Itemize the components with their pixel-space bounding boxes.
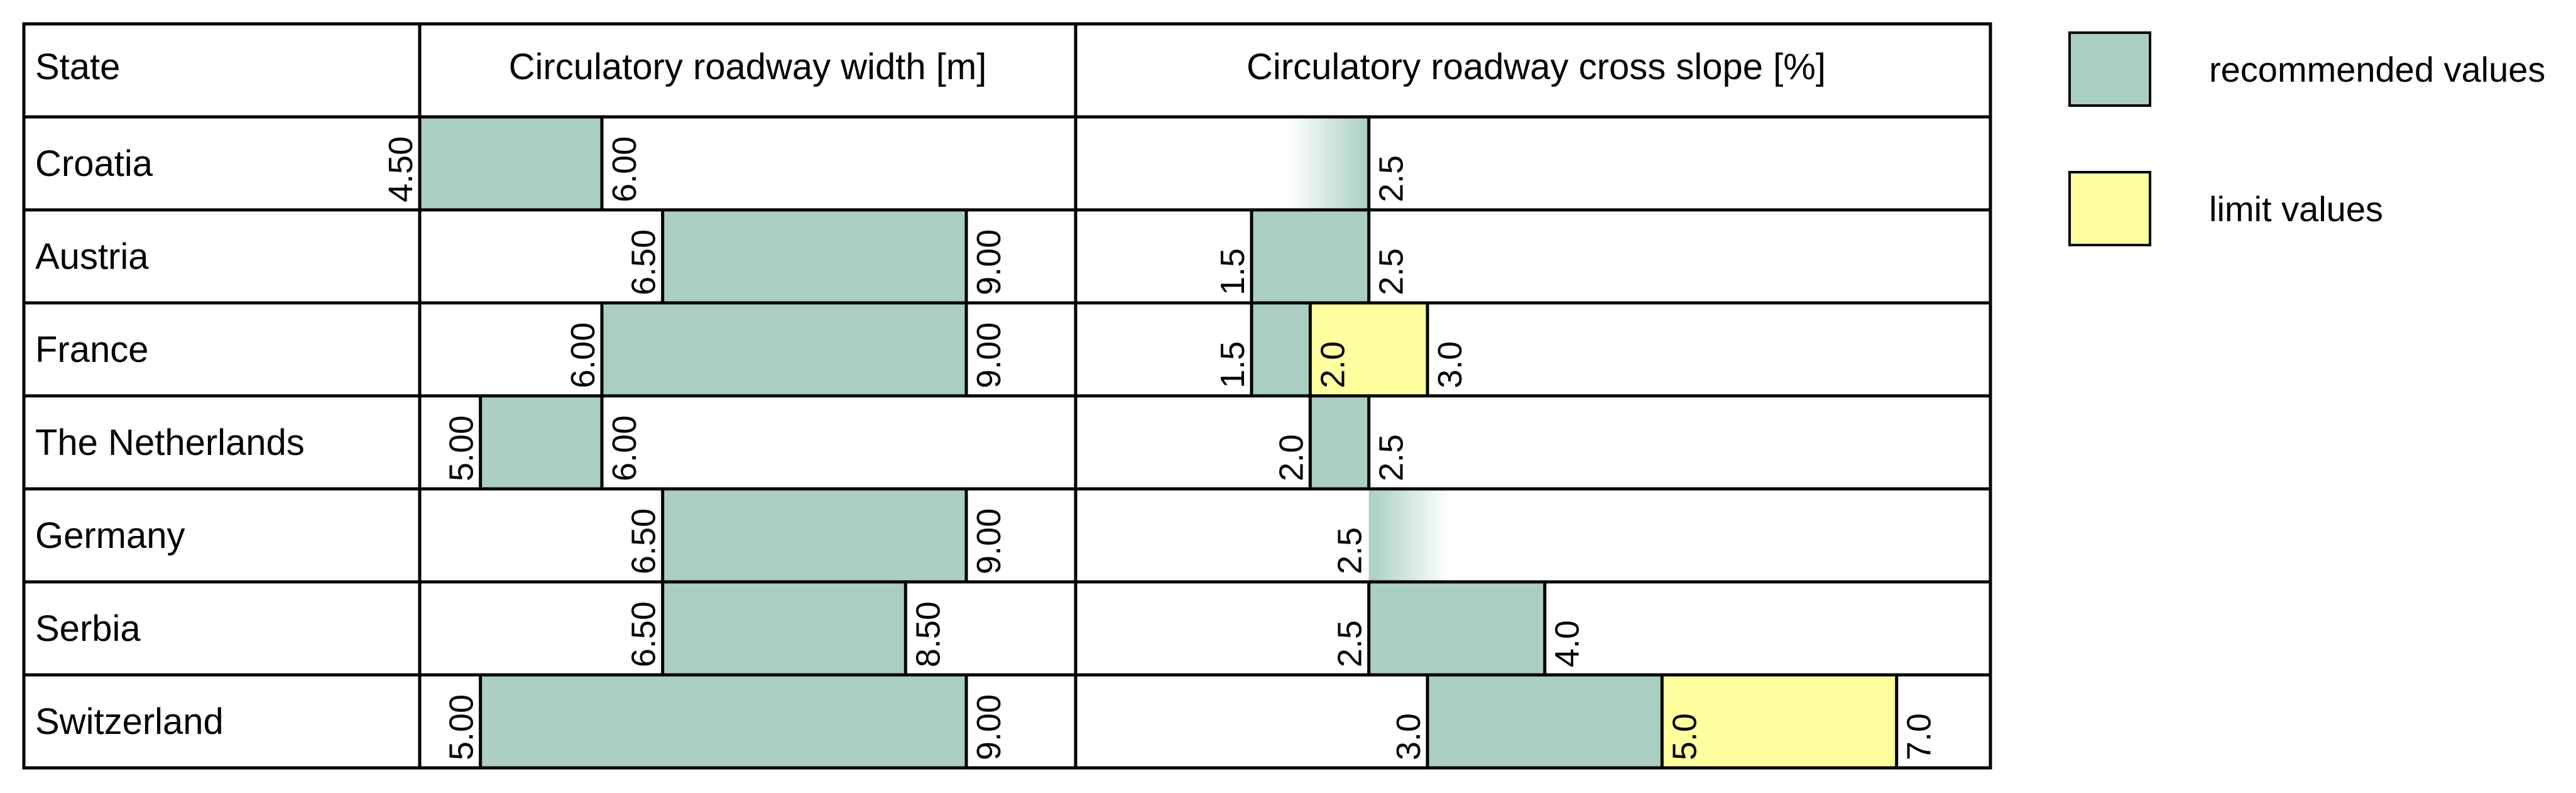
width-bar <box>480 675 966 768</box>
state-label: France <box>35 329 149 370</box>
slope-bar-recommended <box>1368 582 1545 675</box>
width-tick-label: 8.50 <box>909 601 947 667</box>
width-bar <box>662 582 906 675</box>
width-tick-label: 6.50 <box>625 601 663 667</box>
slope-bar-fade <box>1287 117 1369 210</box>
slope-tick-label: 2.0 <box>1314 341 1351 388</box>
slope-bar-limit <box>1310 303 1427 396</box>
width-tick-label: 6.50 <box>625 508 663 574</box>
width-bar <box>662 210 966 303</box>
width-tick-label: 5.00 <box>443 694 481 760</box>
slope-tick-label: 3.0 <box>1431 341 1469 388</box>
slope-tick-label: 2.5 <box>1331 620 1369 667</box>
legend-swatch-recommended <box>2068 31 2151 107</box>
width-bar <box>480 396 602 489</box>
width-tick-label: 9.00 <box>970 322 1008 388</box>
width-tick-label: 6.00 <box>564 322 602 388</box>
state-label: Serbia <box>35 608 141 649</box>
slope-tick-label: 2.5 <box>1373 248 1411 295</box>
width-tick-label: 5.00 <box>443 415 481 481</box>
slope-tick-label: 1.5 <box>1214 248 1252 295</box>
width-tick-label: 9.00 <box>970 694 1008 760</box>
slope-bar-recommended <box>1427 675 1662 768</box>
slope-bar-fade <box>1368 489 1451 582</box>
state-label: Croatia <box>35 143 153 184</box>
slope-tick-label: 2.5 <box>1331 527 1369 574</box>
slope-tick-label: 5.0 <box>1666 713 1703 760</box>
state-label: Germany <box>35 515 185 556</box>
legend-swatch-limit <box>2068 171 2151 246</box>
slope-bar-recommended <box>1252 210 1369 303</box>
header-slope: Circulatory roadway cross slope [%] <box>1247 46 1826 87</box>
state-label: Switzerland <box>35 701 224 742</box>
width-bar <box>420 117 602 210</box>
width-tick-label: 9.00 <box>970 508 1008 574</box>
header-state: State <box>35 46 120 87</box>
slope-tick-label: 2.0 <box>1272 434 1310 481</box>
slope-bar-limit <box>1662 675 1897 768</box>
slope-tick-label: 1.5 <box>1214 341 1252 388</box>
slope-tick-label: 3.0 <box>1390 713 1427 760</box>
legend-label-limit: limit values <box>2209 189 2383 229</box>
slope-bar-recommended <box>1252 303 1311 396</box>
slope-tick-label: 7.0 <box>1901 713 1938 760</box>
width-bar <box>602 303 966 396</box>
slope-tick-label: 4.0 <box>1549 620 1586 667</box>
width-tick-label: 6.00 <box>606 415 643 481</box>
header-width: Circulatory roadway width [m] <box>509 46 987 87</box>
legend-label-recommended: recommended values <box>2209 50 2545 89</box>
slope-bar-recommended <box>1310 396 1369 489</box>
width-bar <box>662 489 966 582</box>
state-label: Austria <box>35 236 149 277</box>
width-tick-label: 4.50 <box>382 136 420 202</box>
width-tick-label: 9.00 <box>970 229 1008 295</box>
width-tick-label: 6.50 <box>625 229 663 295</box>
slope-tick-label: 2.5 <box>1373 434 1411 481</box>
width-tick-label: 6.00 <box>606 136 643 202</box>
slope-tick-label: 2.5 <box>1373 155 1411 202</box>
state-label: The Netherlands <box>35 422 305 463</box>
